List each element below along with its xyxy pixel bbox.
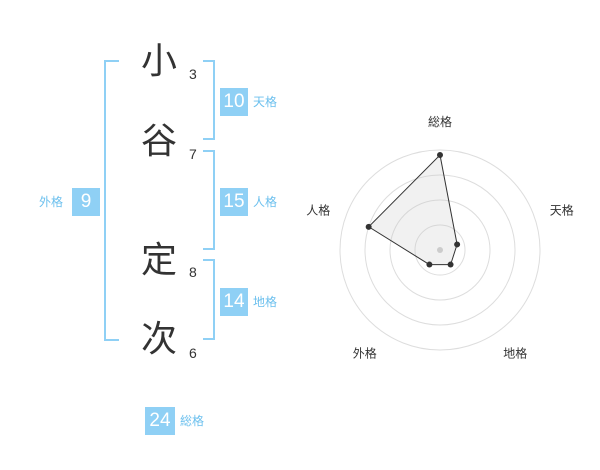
radar-axis-label-5: 人格 — [306, 202, 330, 217]
tenkaku-label: 天格 — [253, 95, 278, 109]
kanji-1: 小 — [141, 41, 178, 82]
chikaku-label: 地格 — [253, 295, 278, 309]
radar-axis-label-1: 総格 — [428, 114, 452, 129]
kanji-3: 定 — [141, 240, 178, 281]
radar-point-1 — [437, 152, 443, 158]
gaikaku-badge: 9 — [72, 188, 100, 216]
tenkaku-bracket — [203, 60, 215, 140]
stroke-count-3: 8 — [189, 264, 197, 280]
kanji-2: 谷 — [141, 121, 178, 162]
radar-axis-label-2: 天格 — [550, 202, 574, 217]
tenkaku-badge: 10 — [220, 88, 248, 116]
radar-ring-3 — [364, 174, 516, 326]
gaikaku-label: 外格 — [39, 195, 64, 209]
radar-point-4 — [426, 261, 433, 268]
stroke-count-1: 3 — [189, 66, 197, 82]
soukaku-badge: 24 — [145, 407, 175, 435]
jinkaku-badge: 15 — [220, 188, 248, 216]
chikaku-bracket — [203, 259, 215, 340]
radar-point-3 — [447, 261, 454, 268]
soukaku-label: 総格 — [180, 414, 205, 428]
radar-area — [367, 153, 458, 266]
radar-point-5 — [365, 223, 372, 230]
kanji-4: 次 — [141, 319, 178, 360]
stroke-count-2: 7 — [189, 146, 197, 162]
jinkaku-bracket — [203, 150, 215, 250]
gaikaku-bracket — [104, 60, 119, 341]
radar-axis-label-3: 地格 — [503, 346, 527, 361]
radar-axis-label-4: 外格 — [353, 346, 377, 361]
radar-ring-4 — [339, 149, 541, 351]
jinkaku-label: 人格 — [253, 195, 278, 209]
radar-point-2 — [454, 241, 461, 248]
chikaku-badge: 14 — [220, 288, 248, 316]
radar-center — [437, 247, 443, 253]
radar-ring-1 — [414, 224, 466, 276]
radar-ring-2 — [389, 199, 491, 301]
stroke-count-4: 6 — [189, 345, 197, 361]
